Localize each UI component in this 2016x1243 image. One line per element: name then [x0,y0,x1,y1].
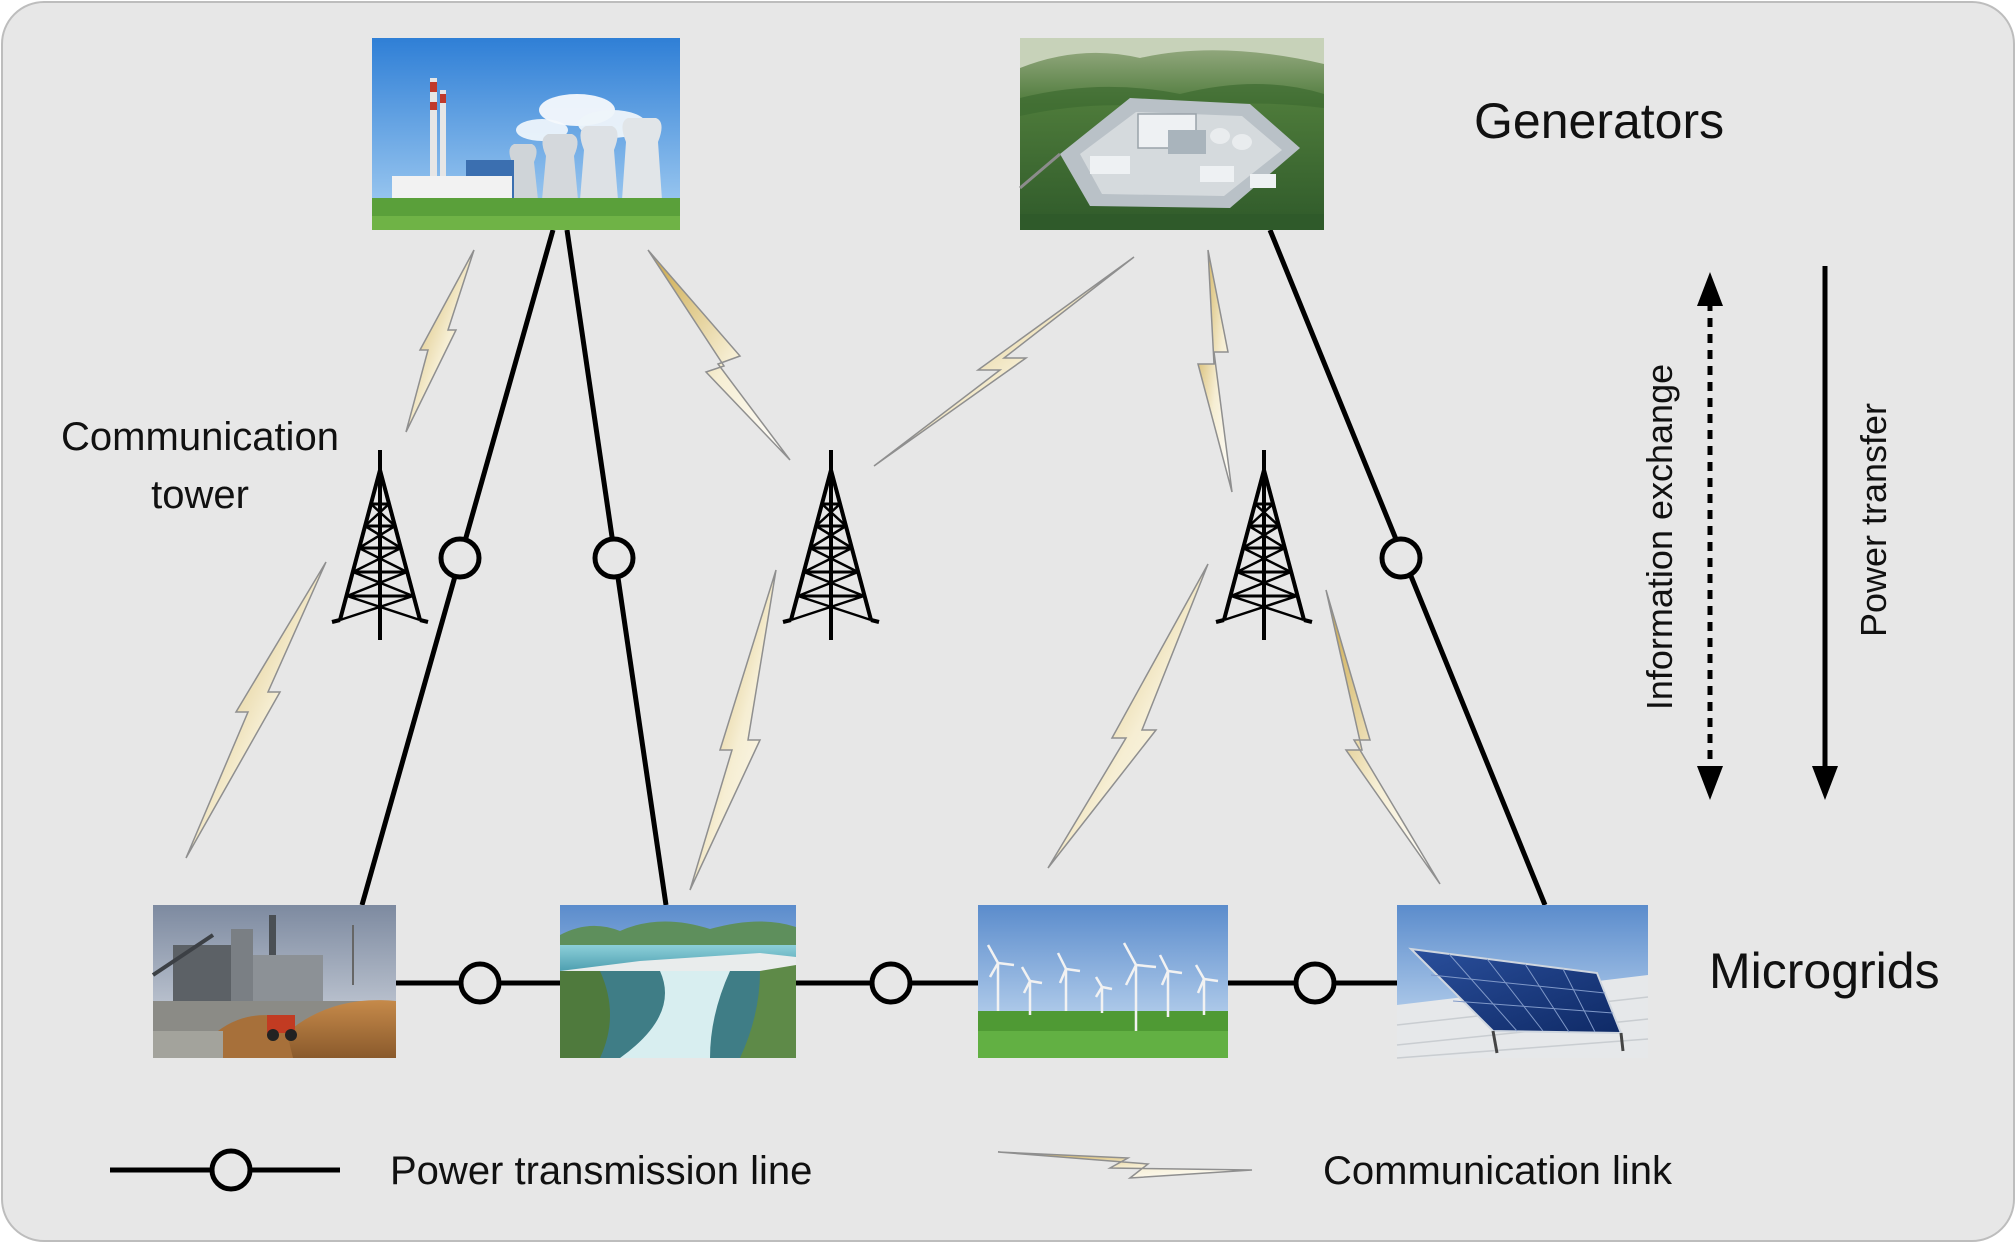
communication-tower-label-line-2: tower [151,473,249,517]
legend: Power transmission line Communication li… [110,1148,1673,1193]
communication-tower-label-line-1: Communication [61,415,339,459]
legend-power-line-symbol [110,1148,340,1192]
legend-communication-link-symbol [997,1151,1253,1179]
communication-link-bolt [185,561,327,859]
thermal-power-plant-image [372,38,680,230]
communication-links [185,249,1441,891]
line-marker-circle [869,961,913,1005]
communication-link-bolt [647,249,791,461]
nuclear-power-plant-image [1019,38,1324,230]
legend-communication-link-label: Communication link [1323,1149,1673,1193]
communication-link-bolt [873,256,1135,467]
generators-label: Generators [1474,93,1724,149]
power-transfer-arrow [1812,266,1838,800]
communication-link-bolt [1325,589,1441,885]
hydro-dam-image [560,905,796,1058]
communication-link-bolt [1197,249,1233,493]
power-transfer-label: Power transfer [1853,403,1894,637]
line-marker-circle [592,536,636,580]
line-marker-circle [1379,536,1423,580]
communication-link-bolt [1047,563,1209,869]
microgrids-label: Microgrids [1709,943,1940,999]
wind-farm-image [978,905,1228,1058]
power-line-markers [438,536,1423,1005]
communication-link-bolt [689,569,777,891]
biomass-plant-image [151,905,396,1058]
information-exchange-arrow [1697,272,1723,800]
solar-panels-image [1396,905,1649,1059]
legend-power-line-label: Power transmission line [390,1149,812,1193]
communication-link-bolt [405,249,475,433]
line-marker-circle [458,961,502,1005]
line-marker-circle [1293,961,1337,1005]
line-marker-circle [438,536,482,580]
information-exchange-label: Information exchange [1639,364,1680,710]
